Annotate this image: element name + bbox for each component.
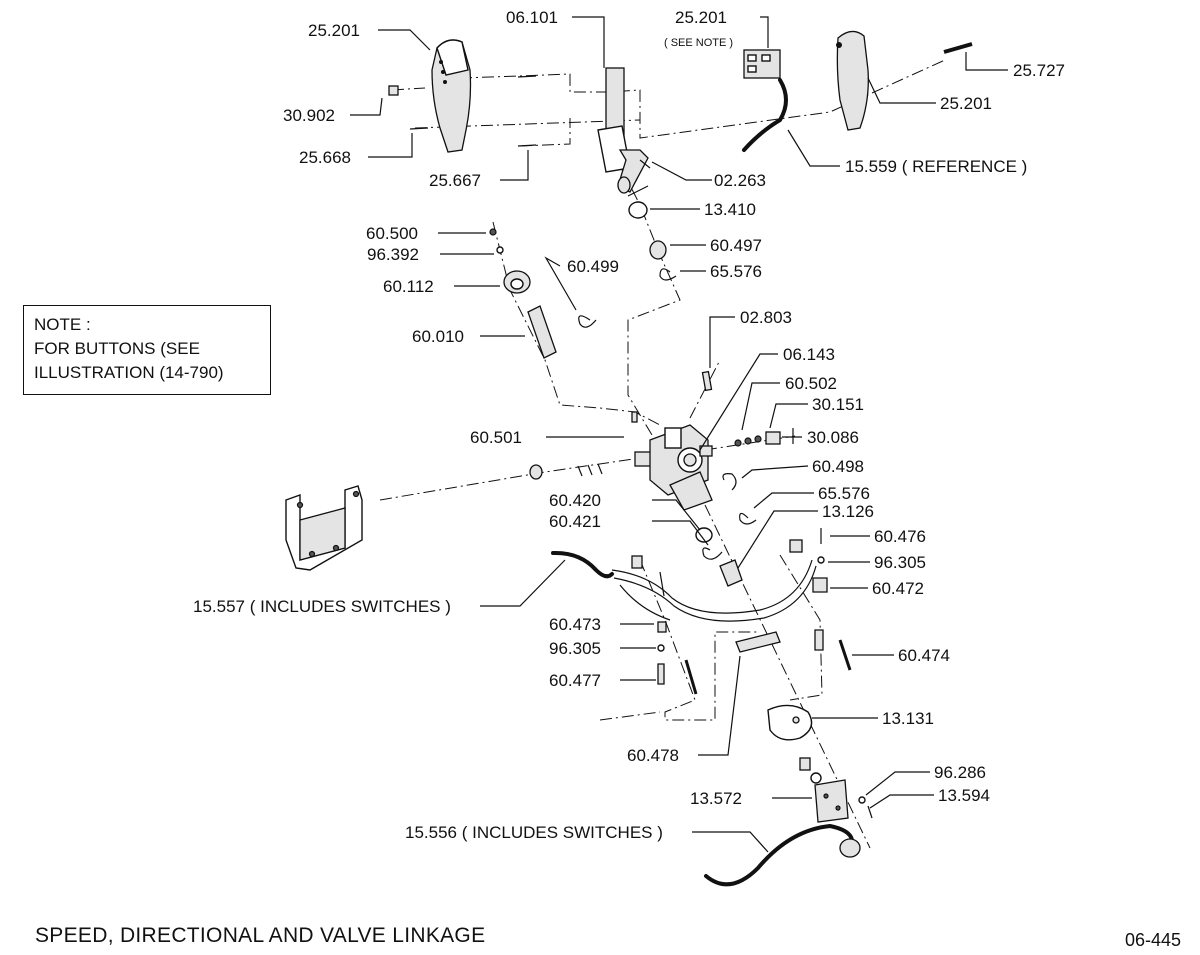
switch-parts-right xyxy=(812,528,852,671)
label-60-500: 60.500 xyxy=(366,224,418,243)
shaft-parts xyxy=(735,631,822,784)
label-13-131: 13.131 xyxy=(882,709,934,728)
part-labels: 25.201 06.101 25.201 ( SEE NOTE ) 25.727… xyxy=(193,8,1065,842)
handle-left xyxy=(388,39,537,153)
note-box: NOTE : FOR BUTTONS (SEE ILLUSTRATION (14… xyxy=(23,305,271,395)
label-25-727: 25.727 xyxy=(1013,61,1065,80)
label-60-476: 60.476 xyxy=(874,527,926,546)
label-25-201-a: 25.201 xyxy=(308,21,360,40)
label-60-010: 60.010 xyxy=(412,327,464,346)
label-60-421: 60.421 xyxy=(549,512,601,531)
label-60-478: 60.478 xyxy=(627,746,679,765)
leader-lines xyxy=(350,16,1008,853)
label-15-556: 15.556 ( INCLUDES SWITCHES ) xyxy=(405,823,663,842)
left-column-parts xyxy=(489,228,597,359)
label-30-902: 30.902 xyxy=(283,106,335,125)
figure-caption: SPEED, DIRECTIONAL AND VALVE LINKAGE xyxy=(35,924,486,947)
lever-06-101 xyxy=(597,67,651,219)
label-65-576-a: 65.576 xyxy=(710,262,762,281)
harness-15-557 xyxy=(551,539,817,622)
label-25-201-b: 25.201 xyxy=(675,8,727,27)
label-60-502: 60.502 xyxy=(785,374,837,393)
plate-and-cable xyxy=(704,779,873,887)
label-60-473: 60.473 xyxy=(549,615,601,634)
label-60-497: 60.497 xyxy=(710,236,762,255)
bracket xyxy=(285,485,363,571)
label-13-572: 13.572 xyxy=(690,789,742,808)
label-65-576-b: 65.576 xyxy=(818,484,870,503)
label-25-668: 25.668 xyxy=(299,148,351,167)
label-60-112: 60.112 xyxy=(383,277,434,296)
label-13-410: 13.410 xyxy=(704,200,756,219)
label-02-263: 02.263 xyxy=(714,171,766,190)
label-60-501: 60.501 xyxy=(470,428,522,447)
label-25-201-c: 25.201 xyxy=(940,94,992,113)
label-96-305-b: 96.305 xyxy=(549,639,601,658)
label-96-392: 96.392 xyxy=(367,245,419,264)
label-60-474: 60.474 xyxy=(898,646,950,665)
switch-parts-left xyxy=(657,571,698,695)
label-60-477: 60.477 xyxy=(549,671,601,690)
note-line-2: FOR BUTTONS (SEE xyxy=(34,339,200,358)
label-30-151: 30.151 xyxy=(812,395,864,414)
label-02-803: 02.803 xyxy=(740,308,792,327)
note-line-3: ILLUSTRATION (14-790) xyxy=(34,363,224,382)
label-see-note: ( SEE NOTE ) xyxy=(664,37,733,49)
note-line-1: NOTE : xyxy=(34,315,91,334)
label-60-499: 60.499 xyxy=(567,257,619,276)
label-60-498: 60.498 xyxy=(812,457,864,476)
upper-right-parts xyxy=(649,240,794,525)
label-60-420: 60.420 xyxy=(549,491,601,510)
label-06-101: 06.101 xyxy=(506,8,558,27)
label-30-086: 30.086 xyxy=(807,428,859,447)
label-13-126: 13.126 xyxy=(822,502,874,521)
label-15-557: 15.557 ( INCLUDES SWITCHES ) xyxy=(193,597,451,616)
handle-right xyxy=(742,30,973,152)
label-96-305-a: 96.305 xyxy=(874,553,926,572)
center-housing xyxy=(529,411,743,587)
page-number: 06-445 xyxy=(1125,930,1182,950)
label-13-594: 13.594 xyxy=(938,786,990,805)
label-96-286: 96.286 xyxy=(934,763,986,782)
label-15-559: 15.559 ( REFERENCE ) xyxy=(845,157,1027,176)
label-60-472: 60.472 xyxy=(872,579,924,598)
label-06-143: 06.143 xyxy=(783,345,835,364)
label-25-667: 25.667 xyxy=(429,171,481,190)
